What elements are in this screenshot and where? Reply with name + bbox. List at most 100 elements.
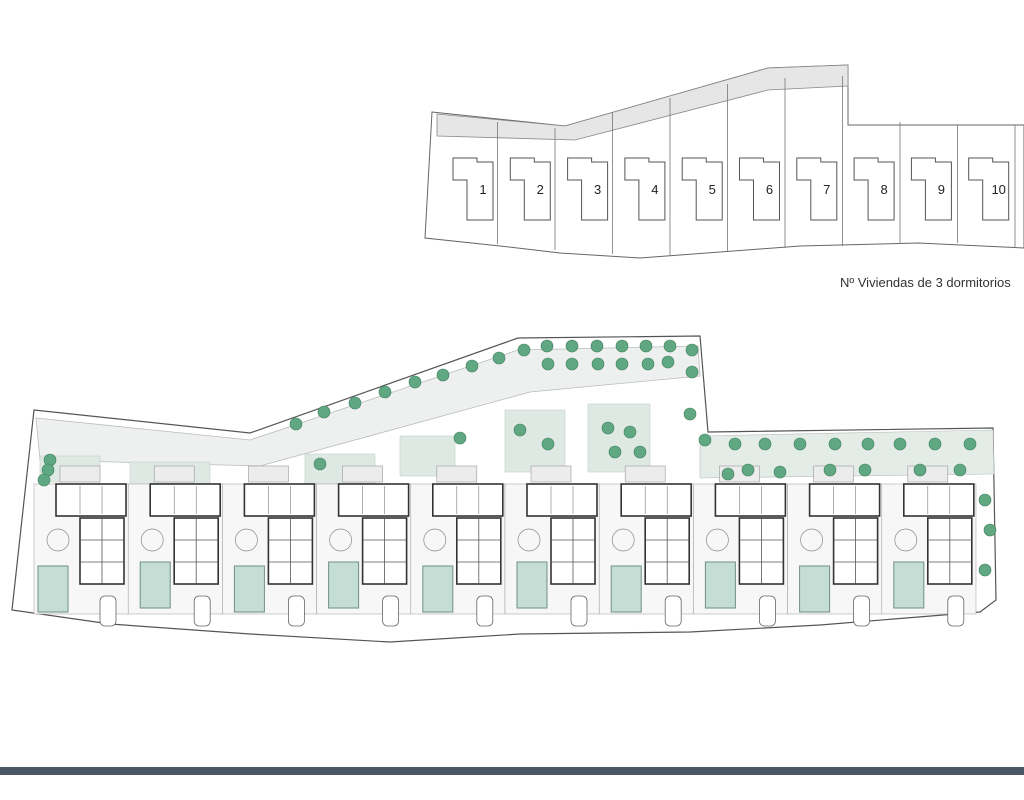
tree-icon	[953, 463, 967, 477]
house-ground-floor	[620, 483, 693, 517]
tree-icon	[541, 357, 555, 371]
house-ground-floor	[902, 483, 975, 517]
key-plan-unit-number: 7	[823, 182, 830, 197]
key-plan-unit-number: 8	[880, 182, 887, 197]
tree-icon	[348, 396, 362, 410]
tree-icon	[565, 357, 579, 371]
site-trees	[37, 339, 997, 577]
tree-icon	[633, 445, 647, 459]
tree-icon	[408, 375, 422, 389]
key-plan-unit-footprint	[509, 157, 551, 221]
tree-icon	[608, 445, 622, 459]
front-patio	[153, 465, 195, 483]
pool	[610, 565, 642, 613]
key-plan-unit-number: 10	[991, 182, 1005, 197]
key-plan-unit-footprint	[968, 157, 1010, 221]
tree-icon	[590, 339, 604, 353]
tree-icon	[828, 437, 842, 451]
key-plan-unit-number: 5	[709, 182, 716, 197]
car-icon	[287, 595, 305, 627]
site-houses	[33, 465, 977, 627]
key-plan-unit-footprint	[910, 157, 952, 221]
tree-icon	[963, 437, 977, 451]
house-unit	[504, 465, 600, 627]
tree-icon	[793, 437, 807, 451]
terrace-table-icon	[423, 528, 447, 552]
key-plan-unit-number: 1	[479, 182, 486, 197]
unit-type-caption: Nº Viviendas de 3 dormitorios	[840, 275, 1011, 290]
front-patio	[248, 465, 289, 483]
house-unit	[787, 465, 883, 627]
pool	[328, 561, 360, 609]
tree-icon	[685, 365, 699, 379]
garden-patch	[504, 409, 566, 473]
key-plan-unit-footprint	[681, 157, 723, 221]
garden-patch	[587, 403, 651, 473]
house-ground-floor	[808, 483, 881, 517]
tree-icon	[721, 467, 735, 481]
key-plan-unit-footprint	[624, 157, 666, 221]
key-plan-unit-number: 3	[594, 182, 601, 197]
tree-icon	[492, 351, 506, 365]
front-patio	[907, 465, 949, 483]
tree-icon	[540, 339, 554, 353]
house-ground-floor	[431, 483, 504, 517]
terrace-table-icon	[235, 528, 258, 552]
house-ground-floor	[243, 483, 316, 517]
key-plan-unit-number: 2	[537, 182, 544, 197]
tree-icon	[758, 437, 772, 451]
terrace-table-icon	[140, 528, 164, 552]
pool	[37, 565, 69, 613]
car-icon	[947, 595, 965, 627]
tree-icon	[465, 359, 479, 373]
tree-icon	[615, 339, 629, 353]
tree-icon	[728, 437, 742, 451]
tree-icon	[565, 339, 579, 353]
front-patio	[342, 465, 383, 483]
car-icon	[570, 595, 588, 627]
house-unit	[410, 465, 506, 627]
key-plan-unit-8: 8	[853, 157, 895, 221]
house-unit	[33, 465, 129, 627]
key-plan-unit-10: 10	[968, 157, 1010, 221]
house-ground-floor	[714, 483, 787, 517]
key-plan-unit-2: 2	[509, 157, 551, 221]
key-plan-unit-footprint	[739, 157, 780, 221]
key-plan-unit-1: 1	[452, 157, 494, 221]
tree-icon	[317, 405, 331, 419]
house-unit	[222, 465, 317, 627]
tree-icon	[436, 368, 450, 382]
tree-icon	[591, 357, 605, 371]
tree-icon	[615, 357, 629, 371]
terrace-table-icon	[517, 528, 541, 552]
pool	[233, 565, 265, 613]
key-plan-unit-footprint	[452, 157, 494, 221]
car-icon	[476, 595, 494, 627]
front-patio	[624, 465, 666, 483]
tree-icon	[513, 423, 527, 437]
front-patio	[530, 465, 572, 483]
key-plan-unit-3: 3	[567, 157, 609, 221]
front-patio	[436, 465, 478, 483]
tree-icon	[773, 465, 787, 479]
house-ground-floor	[149, 483, 221, 517]
bottom-bar	[0, 767, 1024, 775]
tree-icon	[861, 437, 875, 451]
tree-icon	[453, 431, 467, 445]
house-unit	[127, 465, 223, 627]
pool	[704, 561, 736, 609]
tree-icon	[683, 407, 697, 421]
pool	[799, 565, 831, 613]
house-unit	[881, 465, 977, 627]
key-plan-unit-5: 5	[681, 157, 723, 221]
tree-icon	[378, 385, 392, 399]
pool	[893, 561, 925, 609]
house-unit	[316, 465, 412, 627]
terrace-table-icon	[611, 528, 635, 552]
tree-icon	[641, 357, 655, 371]
tree-icon	[978, 493, 992, 507]
